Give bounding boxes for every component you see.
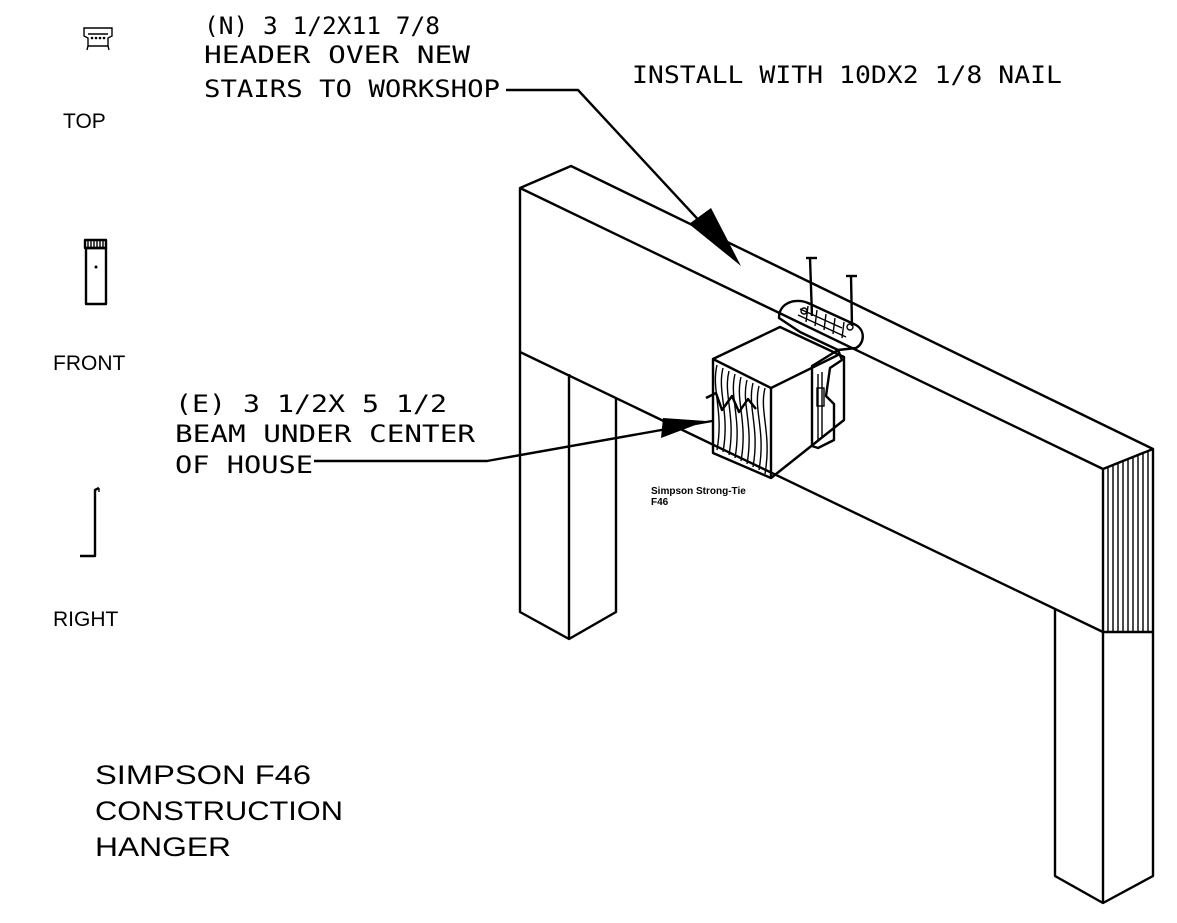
hanger-front-view-icon xyxy=(83,238,108,306)
left-post xyxy=(518,352,618,641)
beam-callout-line-2: BEAM UNDER CENTER xyxy=(175,420,476,448)
hanger-top-flange xyxy=(777,299,864,352)
hanger-side-strap xyxy=(810,348,844,450)
title-line-2: CONSTRUCTION xyxy=(95,796,343,826)
view-label-right: RIGHT xyxy=(53,608,119,631)
right-post xyxy=(1053,609,1155,905)
header-callout-line-1: (N) 3 1/2X11 7/8 xyxy=(204,12,440,40)
hanger-right-view-icon xyxy=(80,486,100,558)
beam-callout-line-3: OF HOUSE xyxy=(175,451,313,479)
hanger-top-view-icon xyxy=(83,27,113,51)
title-line-1: SIMPSON F46 xyxy=(95,760,311,790)
hanger-label-line-2: F46 xyxy=(651,497,669,508)
header-callout-line-3: STAIRS TO WORKSHOP xyxy=(204,75,500,103)
title-line-3: HANGER xyxy=(95,832,231,862)
nail-icons xyxy=(806,256,857,327)
header-end-grain xyxy=(1107,451,1149,632)
view-label-front: FRONT xyxy=(53,352,125,375)
view-label-top: TOP xyxy=(63,110,106,133)
joist-block xyxy=(705,325,846,480)
hanger-label-line-1: Simpson Strong-Tie xyxy=(651,486,746,497)
beam-leader xyxy=(314,418,713,463)
beam-callout-line-1: (E) 3 1/2X 5 1/2 xyxy=(175,390,447,418)
header-callout-line-2: HEADER OVER NEW xyxy=(204,41,471,69)
nail-callout: INSTALL WITH 10DX2 1/8 NAIL xyxy=(632,61,1062,89)
